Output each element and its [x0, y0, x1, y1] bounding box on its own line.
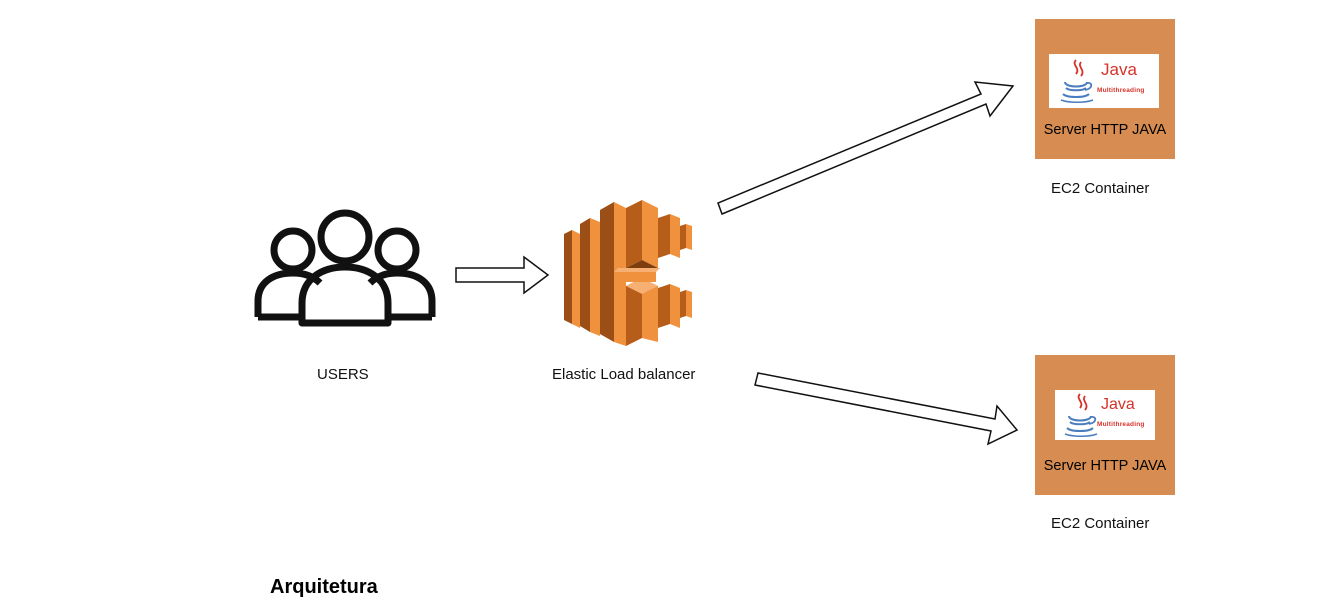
arrow-elb-to-server-2	[754, 372, 1019, 446]
users-group-icon	[254, 209, 436, 327]
server-title: Server HTTP JAVA	[1043, 458, 1167, 474]
java-logo-text: Java	[1101, 396, 1135, 413]
java-logo-subtext: Multithreading	[1097, 421, 1145, 428]
java-logo-2: Java Multithreading	[1055, 390, 1155, 440]
java-cup-icon	[1060, 59, 1094, 103]
java-logo-1: Java Multithreading	[1049, 54, 1159, 108]
arrow-users-to-elb	[455, 255, 550, 295]
diagram-caption: Arquitetura	[270, 576, 378, 598]
server-box-2: Java Multithreading Server HTTP JAVA	[1035, 355, 1175, 495]
ec2-container-label-2: EC2 Container	[1051, 515, 1150, 532]
ec2-container-label-1: EC2 Container	[1051, 180, 1150, 197]
users-label: USERS	[317, 366, 369, 383]
elastic-load-balancer-icon	[564, 200, 692, 346]
arrow-elb-to-server-1	[717, 81, 1015, 215]
server-box-1: Java Multithreading Server HTTP JAVA	[1035, 19, 1175, 159]
server-title: Server HTTP JAVA	[1043, 122, 1167, 138]
elb-label: Elastic Load balancer	[552, 366, 696, 383]
java-logo-text: Java	[1101, 60, 1137, 79]
java-logo-subtext: Multithreading	[1097, 87, 1145, 94]
java-cup-icon	[1064, 393, 1098, 437]
